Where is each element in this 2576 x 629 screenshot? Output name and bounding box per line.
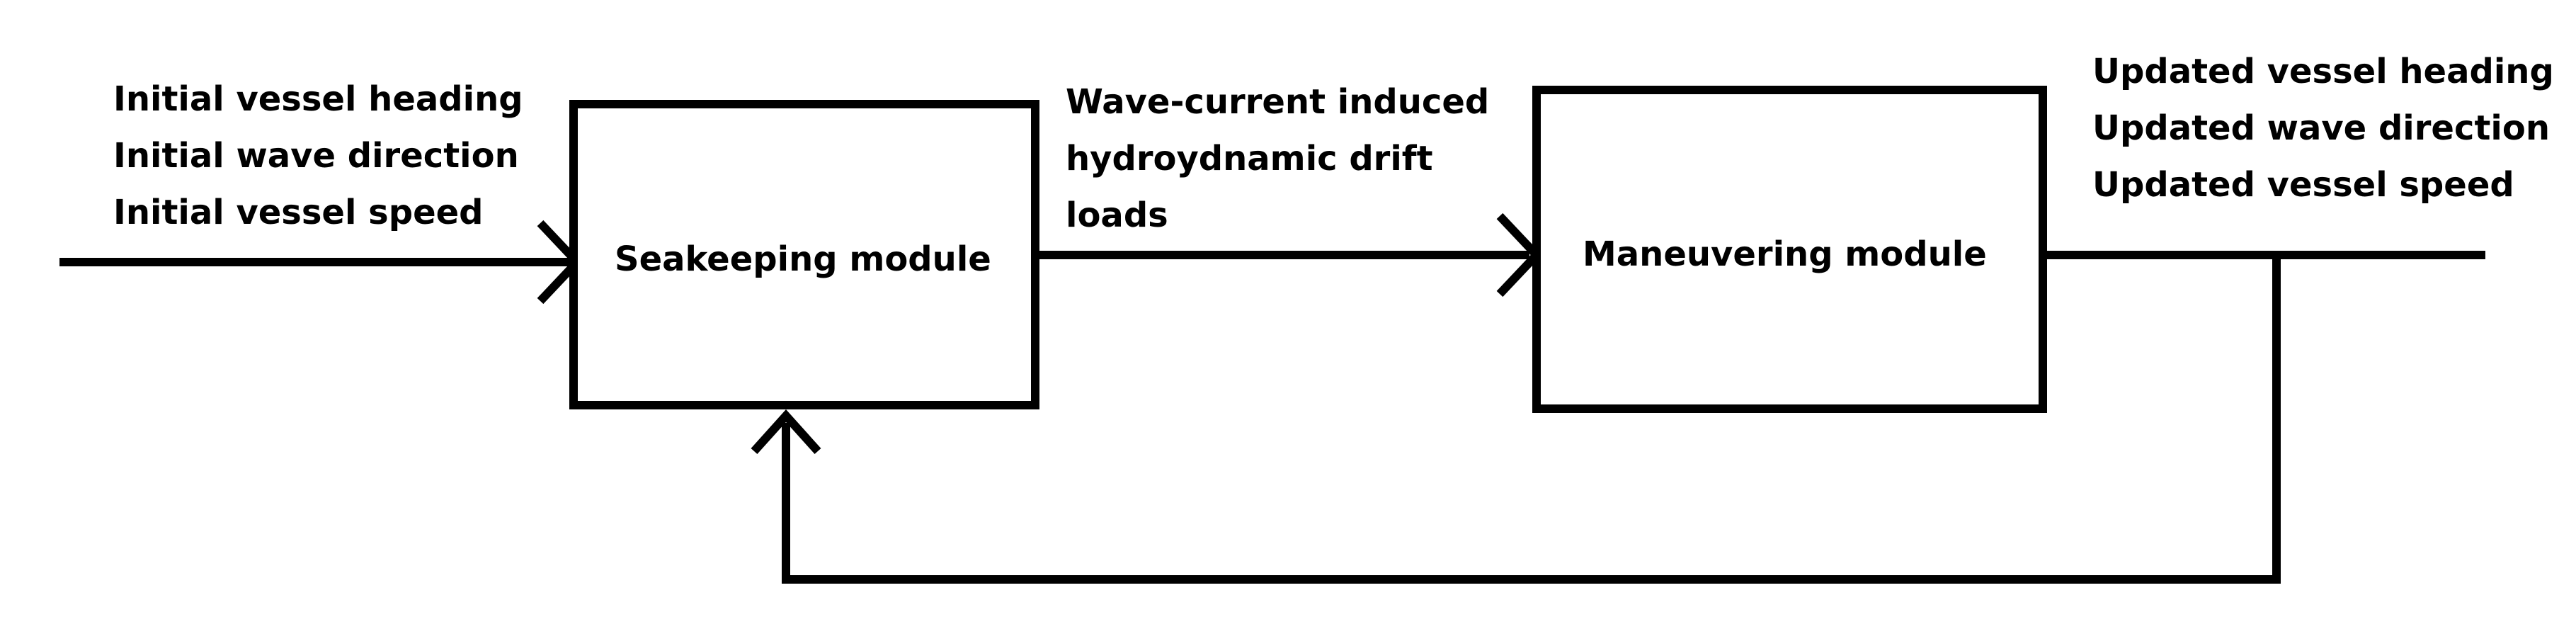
maneuvering-module-label: Maneuvering module [1583, 234, 1987, 274]
loads-label-line3: loads [1066, 196, 1168, 235]
input-label-speed: Initial vessel speed [113, 193, 484, 232]
loads-label-line2: hydroydnamic drift [1066, 139, 1433, 178]
seakeeping-module-label: Seakeeping module [615, 239, 991, 279]
feedback-arrowhead [751, 409, 821, 455]
maneuvering-module-box [1532, 86, 2047, 413]
output-label-heading: Updated vessel heading [2092, 52, 2554, 91]
output-label-wave-direction: Updated wave direction [2092, 108, 2550, 148]
loads-label-line1: Wave-current induced [1066, 82, 1489, 122]
feedback-loop-connector [782, 255, 2281, 584]
input-label-wave-direction: Initial wave direction [113, 136, 519, 176]
output-label-speed: Updated vessel speed [2092, 165, 2514, 205]
input-label-heading: Initial vessel heading [113, 79, 523, 119]
